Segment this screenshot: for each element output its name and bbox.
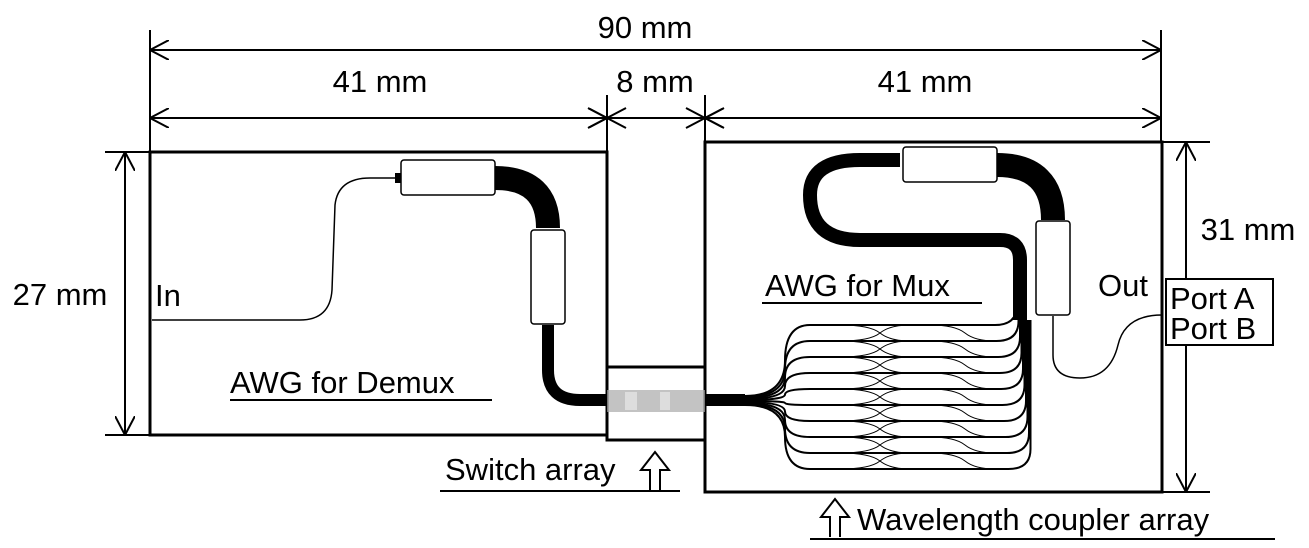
coupler-waveguide bbox=[744, 320, 1027, 422]
coupler-waveguide bbox=[744, 304, 1018, 397]
coupler-waveguide bbox=[744, 320, 1024, 401]
demux-label: AWG for Demux bbox=[230, 365, 455, 400]
wavelength-coupler bbox=[839, 388, 996, 406]
demux-waveguides bbox=[152, 159, 705, 412]
up-arrow-icon bbox=[638, 450, 672, 490]
port-a-label: Port A bbox=[1170, 281, 1255, 316]
mux-waveguides bbox=[705, 146, 1163, 470]
demux-slab-output bbox=[530, 229, 566, 325]
demux-slab-input bbox=[400, 159, 496, 196]
coupler-waveguide bbox=[744, 320, 1020, 398]
dimension-mux-height: 31 mm bbox=[1201, 212, 1296, 247]
dimension-total: 90 mm bbox=[598, 10, 693, 45]
dimension-demux-width: 41 mm bbox=[333, 64, 428, 99]
wavelength-coupler bbox=[839, 356, 996, 374]
mux-label: AWG for Mux bbox=[765, 268, 950, 303]
wavelength-coupler bbox=[839, 372, 996, 390]
wavelength-coupler bbox=[839, 340, 996, 358]
coupler-waveguide bbox=[744, 320, 1026, 406]
input-label: In bbox=[155, 278, 181, 313]
wavelength-coupler bbox=[839, 436, 996, 454]
coupler-waveguide bbox=[744, 320, 1023, 400]
output-label: Out bbox=[1098, 268, 1148, 303]
coupler-label: Wavelength coupler array bbox=[857, 502, 1210, 537]
mux-chip bbox=[703, 140, 1164, 494]
mux-slab-input bbox=[902, 146, 998, 183]
dimension-demux-height: 27 mm bbox=[13, 277, 108, 312]
coupler-waveguide bbox=[744, 320, 1030, 454]
wavelength-coupler bbox=[839, 420, 996, 438]
coupler-waveguide bbox=[744, 320, 1021, 399]
port-b-label: Port B bbox=[1170, 311, 1256, 346]
coupler-waveguide bbox=[744, 320, 1029, 438]
wavelength-coupler bbox=[839, 452, 996, 470]
dimension-switch-width: 8 mm bbox=[616, 64, 694, 99]
dimension-mux-width: 41 mm bbox=[878, 64, 973, 99]
mux-slab-output bbox=[1035, 220, 1071, 316]
port-box bbox=[1165, 278, 1274, 346]
coupler-waveguide bbox=[744, 320, 1032, 470]
wavelength-coupler bbox=[839, 404, 996, 422]
switch-label: Switch array bbox=[445, 452, 616, 487]
wavelength-coupler bbox=[839, 324, 996, 342]
up-arrow-icon bbox=[818, 497, 852, 537]
